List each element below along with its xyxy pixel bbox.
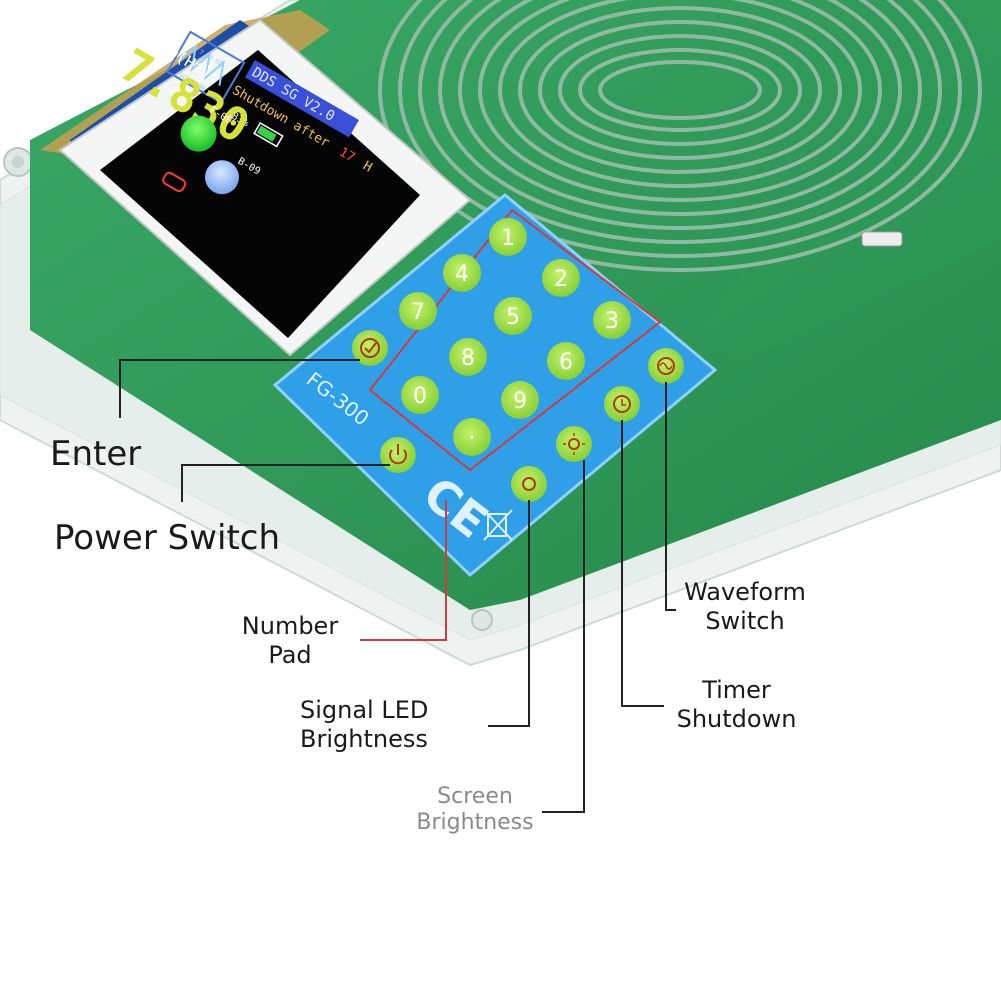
- key-5[interactable]: 5: [494, 297, 532, 335]
- signal-led-brightness-button[interactable]: [511, 466, 547, 502]
- key-8[interactable]: 8: [449, 338, 487, 376]
- callout-lines: [119, 359, 676, 813]
- number-pad-leader-line: [360, 500, 447, 641]
- waveform-panel: [166, 30, 246, 105]
- membrane-keypad: 1 4 2 7 5 3 8 6 0 9 ·: [272, 193, 718, 578]
- key-1[interactable]: 1: [489, 218, 527, 256]
- svg-text:6: 6: [559, 350, 573, 375]
- timer-shutdown-button[interactable]: [604, 386, 640, 422]
- svg-text:1: 1: [501, 226, 515, 251]
- enter-button[interactable]: [352, 330, 388, 366]
- lcd-module: [40, 10, 472, 357]
- timer-shutdown-label: Timer Shutdown: [676, 676, 797, 733]
- waveform-switch-label: Waveform Switch: [684, 578, 806, 635]
- waveform-leader-line: [665, 382, 676, 611]
- clock-icon: [613, 395, 631, 413]
- sun-icon: [568, 438, 580, 450]
- bulb-icon: [522, 477, 536, 491]
- key-4[interactable]: 4: [443, 254, 481, 292]
- brightness-indicator-blue: [204, 160, 239, 195]
- power-icon: [389, 449, 407, 465]
- smd-component: [861, 231, 903, 247]
- key-3[interactable]: 3: [593, 301, 631, 339]
- pause-icon: [162, 171, 187, 193]
- key-decimal[interactable]: ·: [453, 418, 491, 456]
- screen-brightness-button[interactable]: [556, 426, 592, 462]
- key-2[interactable]: 2: [542, 259, 580, 297]
- weee-bin-icon: [483, 509, 513, 541]
- battery-icon: [253, 122, 284, 148]
- svg-text:·: ·: [469, 426, 476, 451]
- power-leader-line: [181, 464, 390, 502]
- svg-text:3: 3: [605, 309, 619, 334]
- svg-text:8: 8: [461, 346, 475, 371]
- check-icon: [364, 342, 377, 354]
- key-6[interactable]: 6: [547, 342, 585, 380]
- key-7[interactable]: 7: [399, 292, 437, 330]
- signal-indicator-green: [180, 115, 217, 152]
- svg-text:9: 9: [513, 389, 527, 414]
- power-switch-label: Power Switch: [54, 518, 281, 558]
- svg-text:4: 4: [455, 262, 469, 287]
- power-button[interactable]: [380, 437, 416, 473]
- enter-leader-line: [119, 359, 360, 418]
- spiral-coil: [378, 0, 982, 272]
- signal-led-leader-line: [488, 500, 530, 727]
- key-0[interactable]: 0: [401, 376, 439, 414]
- key-9[interactable]: 9: [501, 381, 539, 419]
- svg-text:2: 2: [554, 267, 568, 292]
- svg-text:0: 0: [413, 384, 427, 409]
- number-pad-label: Number Pad: [241, 612, 339, 669]
- title-bar: [245, 60, 359, 138]
- enter-label: Enter: [50, 434, 142, 474]
- timer-leader-line: [621, 420, 664, 707]
- screen-brightness-label: Screen Brightness: [416, 784, 534, 836]
- battery-fill: [256, 125, 277, 142]
- svg-text:5: 5: [506, 305, 520, 330]
- waveform-trace: [177, 44, 225, 86]
- waveform-switch-button[interactable]: [648, 348, 684, 384]
- screen-brightness-leader-line: [542, 460, 585, 813]
- svg-text:7: 7: [411, 300, 425, 325]
- signal-led-brightness-label: Signal LED Brightness: [300, 696, 429, 753]
- wave-icon: [659, 362, 673, 370]
